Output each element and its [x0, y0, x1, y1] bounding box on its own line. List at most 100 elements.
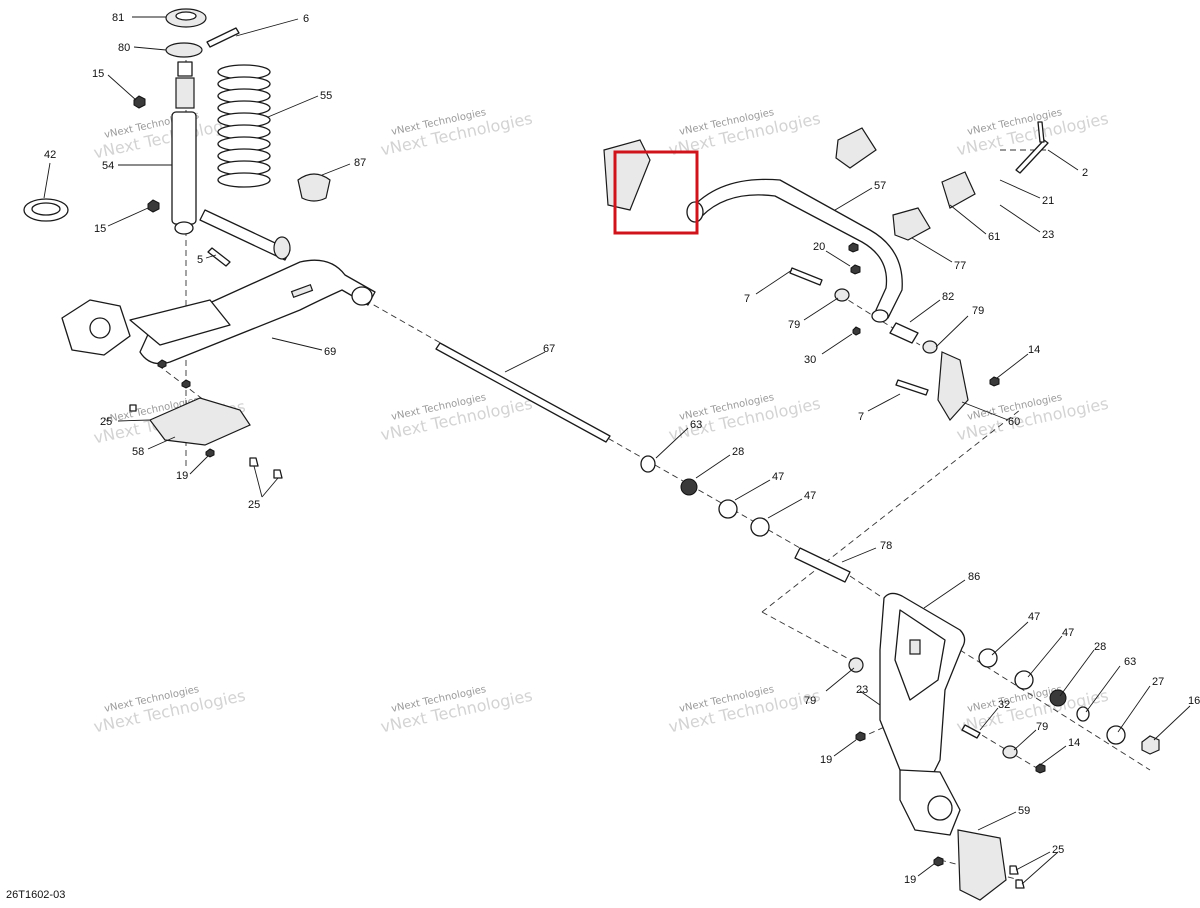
- a-arm-front-eye: [351, 286, 373, 306]
- screw-25-d: [1009, 865, 1019, 875]
- nut-16: [1141, 735, 1160, 755]
- callout-23: 23: [1042, 229, 1054, 241]
- callout-15-lower: 15: [94, 223, 106, 235]
- bracket-61: [941, 171, 976, 209]
- callout-42: 42: [44, 149, 56, 161]
- sleeve-82: [889, 322, 919, 344]
- callout-2: 2: [1082, 167, 1088, 179]
- callout-59: 59: [1018, 805, 1030, 817]
- a-arm-86: [848, 592, 1160, 901]
- callout-27: 27: [1152, 676, 1164, 688]
- sway-bar-end-left: [686, 201, 704, 223]
- callout-63-second: 63: [1124, 656, 1136, 668]
- watermark: vNext Technologies vNext Technologies: [955, 392, 1110, 444]
- highlight-box: [613, 150, 699, 235]
- nut-79-d: [1002, 745, 1018, 759]
- nut-15-top: [133, 95, 146, 109]
- skid-plate-58: [129, 397, 283, 479]
- callout-80: 80: [118, 42, 130, 54]
- callout-47-fourth: 47: [1062, 627, 1074, 639]
- bushing-77: [892, 207, 931, 241]
- skid-plate-59: [957, 829, 1007, 901]
- callout-14: 14: [1028, 344, 1040, 356]
- bolt-2: [1015, 139, 1049, 174]
- bolt-6: [206, 27, 240, 48]
- shock-top-eye: [177, 61, 193, 77]
- shock-rod: [175, 77, 195, 109]
- callout-77: 77: [954, 260, 966, 272]
- nut-knuckle-2: [181, 379, 191, 389]
- callout-69: 69: [324, 346, 336, 358]
- a-arm-86-plate: [909, 639, 921, 655]
- callout-79-third: 79: [804, 695, 816, 707]
- washer-63: [640, 455, 656, 473]
- knuckle-right-hub: [927, 795, 953, 821]
- nut-19-mid: [855, 731, 866, 742]
- callout-61: 61: [988, 231, 1000, 243]
- callout-25-third: 25: [1052, 844, 1064, 856]
- callout-6: 6: [303, 13, 309, 25]
- spring-retainer-81-inner: [175, 11, 197, 21]
- nut-14-a: [989, 376, 1000, 387]
- shock-bottom-eye: [174, 221, 194, 235]
- nut-79-c: [848, 657, 864, 673]
- callout-14-second: 14: [1068, 737, 1080, 749]
- bolt-5: [207, 247, 231, 267]
- bolt-7-b: [895, 379, 929, 396]
- a-arm-69: [61, 259, 376, 389]
- nut-knuckle: [157, 359, 167, 369]
- bolt-32: [961, 724, 981, 739]
- callout-30: 30: [804, 354, 816, 366]
- clip-30: [852, 326, 861, 336]
- callout-19: 19: [176, 470, 188, 482]
- pivot-bushing: [273, 236, 291, 260]
- callout-60: 60: [1008, 416, 1020, 428]
- callout-54: 54: [102, 160, 114, 172]
- washer-63-b: [1076, 706, 1090, 722]
- callout-47: 47: [772, 471, 784, 483]
- torsion-bar-67: [435, 342, 611, 443]
- watermark: vNext Technologies vNext Technologies: [92, 684, 247, 736]
- nut-20-b: [850, 264, 861, 275]
- pivot-shaft: [199, 209, 291, 261]
- callout-79-fourth: 79: [1036, 721, 1048, 733]
- callout-5: 5: [197, 254, 203, 266]
- sway-bar-end-right: [871, 309, 889, 323]
- callout-28-second: 28: [1094, 641, 1106, 653]
- callout-55: 55: [320, 90, 332, 102]
- callout-7: 7: [744, 293, 750, 305]
- callout-labels: 81 6 80 15 55 42 54 87 15 5 69 25 58 19 …: [44, 12, 1200, 886]
- callout-79-second: 79: [972, 305, 984, 317]
- nut-19-bottom: [933, 856, 944, 867]
- callout-78: 78: [880, 540, 892, 552]
- callout-58: 58: [132, 446, 144, 458]
- document-id: 26T1602-03: [6, 889, 65, 901]
- callout-67: 67: [543, 343, 555, 355]
- callout-25-lower: 25: [248, 499, 260, 511]
- watermark: vNext Technologies vNext Technologies: [667, 684, 822, 736]
- nut-14-b: [1035, 763, 1046, 774]
- callout-82: 82: [942, 291, 954, 303]
- bushing-47-d: [1014, 670, 1034, 690]
- screw-25-c: [273, 469, 283, 479]
- watermark: vNext Technologies vNext Technologies: [379, 684, 534, 736]
- bushing-47-a: [718, 499, 738, 519]
- watermark: vNext Technologies vNext Technologies: [379, 107, 534, 159]
- callout-79: 79: [788, 319, 800, 331]
- callout-23-second: 23: [856, 684, 868, 696]
- callout-19-second: 19: [820, 754, 832, 766]
- callout-20: 20: [813, 241, 825, 253]
- clamp-block-top: [835, 127, 877, 169]
- knuckle-hub: [89, 317, 111, 339]
- callout-81: 81: [112, 12, 124, 24]
- center-spacer-stack: [640, 455, 851, 583]
- nut-19-left: [205, 448, 215, 458]
- callout-57: 57: [874, 180, 886, 192]
- shock-body-54: [171, 111, 197, 225]
- bolt-2-b: [1037, 121, 1045, 143]
- callout-19-third: 19: [904, 874, 916, 886]
- sleeve-78: [794, 547, 851, 583]
- nut-20-a: [848, 242, 859, 253]
- shock-assembly: [23, 8, 331, 267]
- coil-spring-55: [217, 64, 271, 188]
